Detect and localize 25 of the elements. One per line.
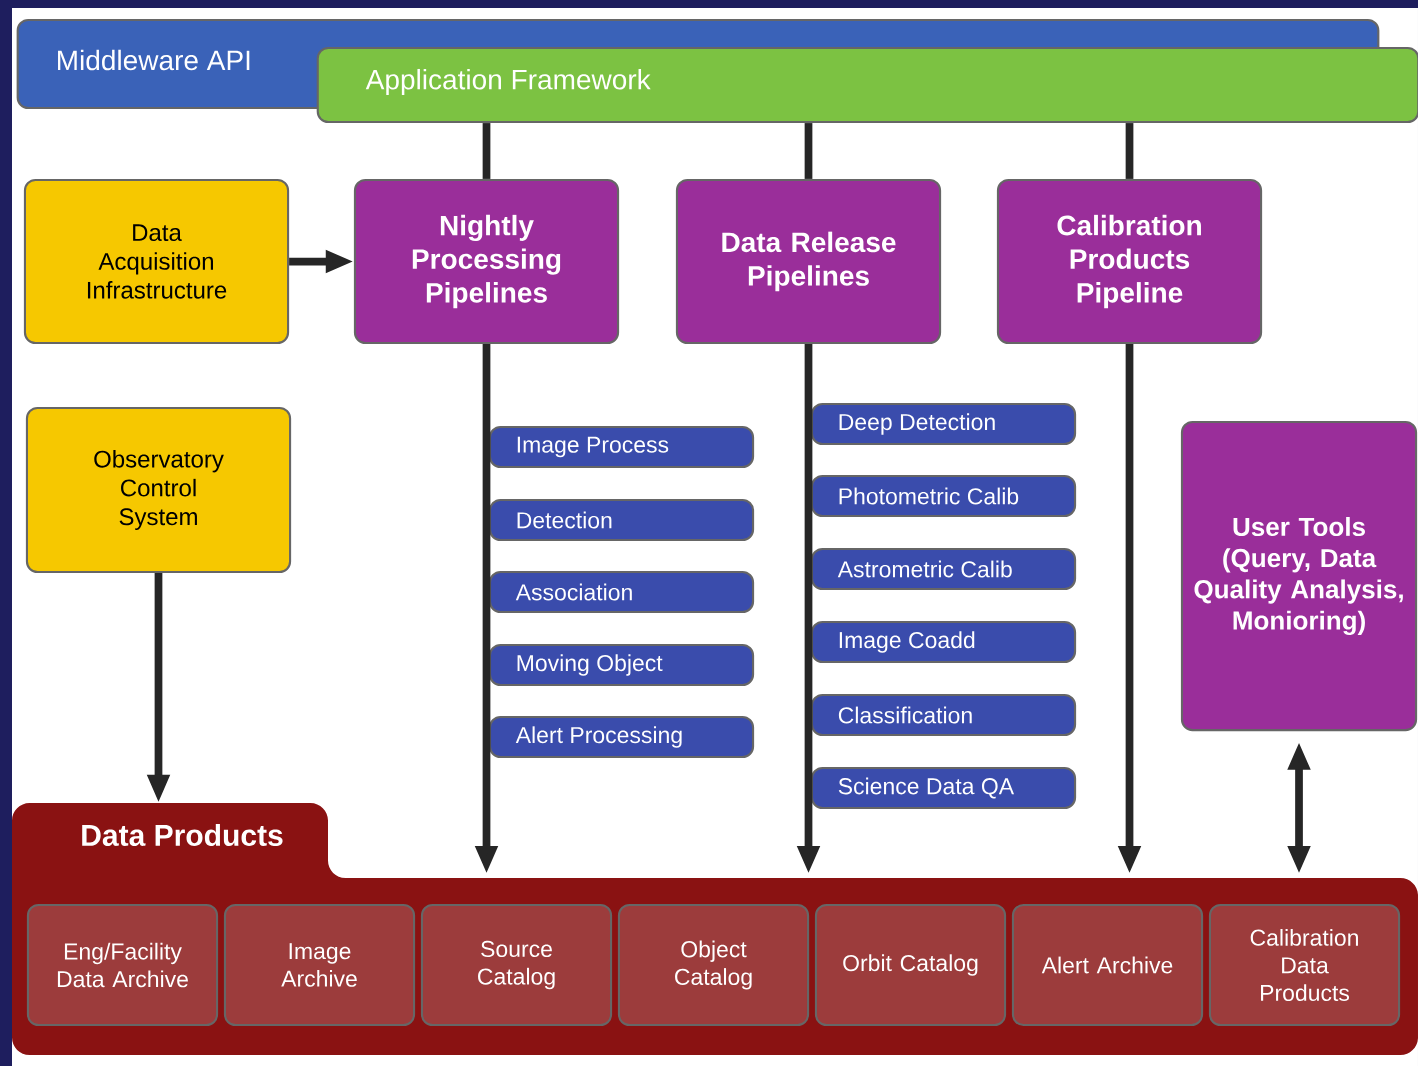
tools-box: User Tools (Query, Data Quality Analysis, Monioring) bbox=[1180, 420, 1418, 732]
stage-box: Deep Detection bbox=[810, 402, 1077, 446]
stage-box: Alert Processing bbox=[488, 715, 755, 759]
pipeline-box: Nightly Processing Pipelines bbox=[353, 178, 620, 345]
product-box: Object Catalog bbox=[617, 903, 810, 1027]
band: Application Framework bbox=[316, 46, 1418, 124]
product-box: Eng/Facility Data Archive bbox=[26, 903, 219, 1027]
stage-box: Image Coadd bbox=[810, 620, 1077, 664]
stage-box: Detection bbox=[488, 498, 755, 542]
stage-box: Astrometric Calib bbox=[810, 547, 1077, 591]
stage-box: Photometric Calib bbox=[810, 474, 1077, 518]
stage-box: Science Data QA bbox=[810, 766, 1077, 810]
product-box: Source Catalog bbox=[420, 903, 613, 1027]
product-box: Alert Archive bbox=[1011, 903, 1204, 1027]
pipeline-box: Calibration Products Pipeline bbox=[996, 178, 1263, 345]
product-box: Calibration Data Products bbox=[1208, 903, 1401, 1027]
pipeline-box: Data Release Pipelines bbox=[675, 178, 942, 345]
product-box: Orbit Catalog bbox=[814, 903, 1007, 1027]
product-box: Image Archive bbox=[223, 903, 416, 1027]
system-box: Data Acquisition Infrastructure bbox=[23, 178, 290, 345]
stage-box: Moving Object bbox=[488, 643, 755, 687]
stage-box: Association bbox=[488, 570, 755, 614]
stage-box: Image Process bbox=[488, 425, 755, 469]
stage-box: Classification bbox=[810, 693, 1077, 737]
system-box: Observatory Control System bbox=[25, 406, 292, 574]
